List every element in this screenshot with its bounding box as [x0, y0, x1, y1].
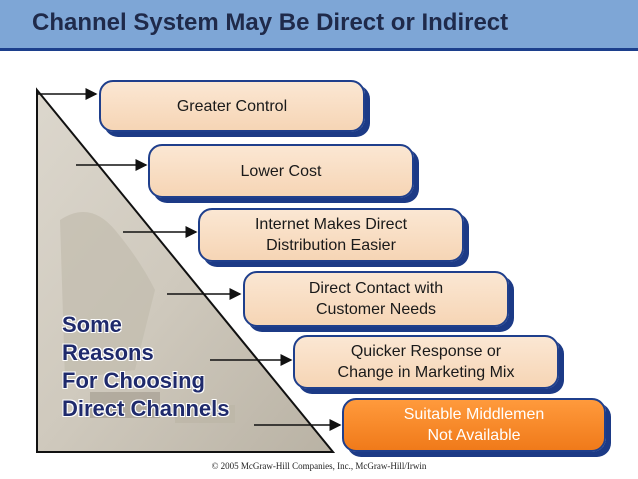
title-bar: Channel System May Be Direct or Indirect: [0, 0, 638, 51]
photo-detail: [60, 212, 155, 380]
box-quicker-response: Quicker Response or Change in Marketing …: [293, 335, 559, 389]
box-label: Direct Contact with Customer Needs: [308, 280, 444, 318]
reasons-label: Some Reasons For Choosing Direct Channel…: [62, 312, 230, 421]
box-label: Greater Control: [176, 97, 288, 115]
box-greater-control: Greater Control: [99, 80, 365, 132]
box-label: Quicker Response or Change in Marketing …: [337, 343, 515, 381]
box-label: Suitable Middlemen Not Available: [403, 406, 545, 444]
box-label: Lower Cost: [240, 162, 322, 180]
slide-title: Channel System May Be Direct or Indirect: [32, 9, 509, 36]
photo-detail-keyboard: [175, 405, 235, 423]
box-internet: Internet Makes Direct Distribution Easie…: [198, 208, 464, 262]
box-suitable-middlemen: Suitable Middlemen Not Available: [342, 398, 606, 452]
box-lower-cost: Lower Cost: [148, 144, 414, 198]
box-label: Internet Makes Direct Distribution Easie…: [254, 216, 408, 254]
box-direct-contact: Direct Contact with Customer Needs: [243, 271, 509, 327]
photo-detail-laptop: [90, 392, 160, 418]
copyright-text: © 2005 McGraw-Hill Companies, Inc., McGr…: [211, 461, 427, 471]
